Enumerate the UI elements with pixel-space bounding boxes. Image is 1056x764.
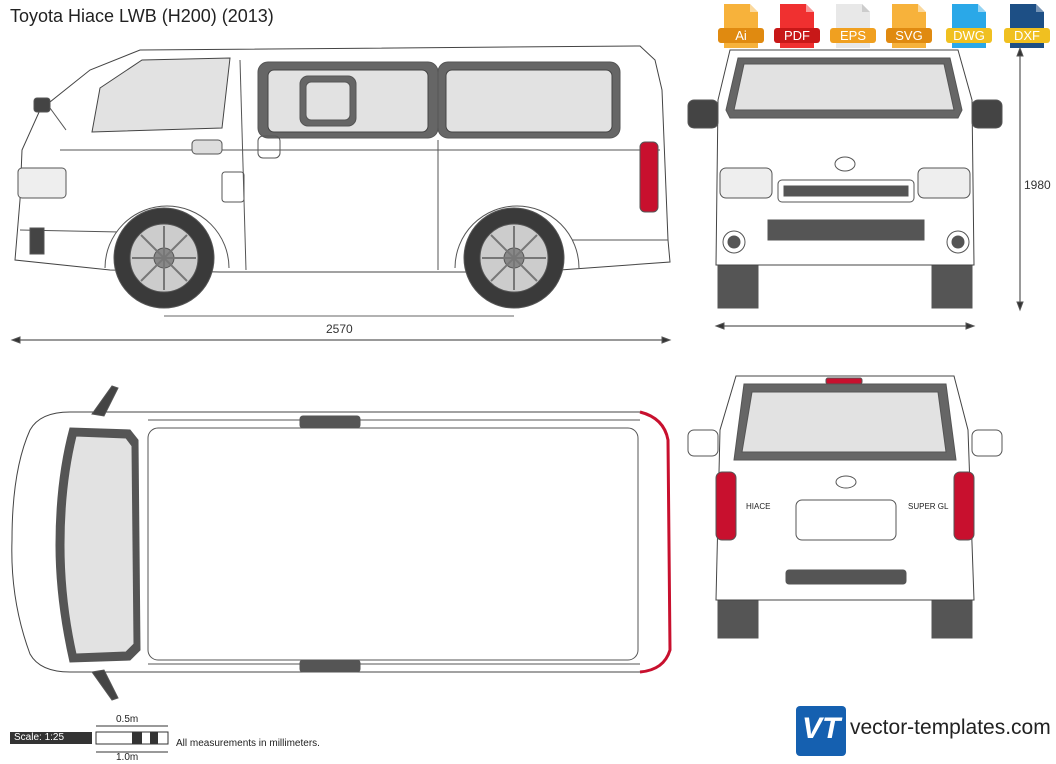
measurement-note: All measurements in millimeters. bbox=[176, 738, 320, 749]
one-meter-label: 1.0m bbox=[116, 752, 139, 763]
half-meter-label: 0.5m bbox=[116, 714, 139, 725]
super-gl-badge: SUPER GL bbox=[908, 502, 949, 511]
height-label: 1980 bbox=[1024, 178, 1051, 192]
brand-site[interactable]: vector-templates.com bbox=[850, 716, 1051, 739]
eps-label: EPS bbox=[830, 28, 876, 43]
dwg-file-icon[interactable]: DWG bbox=[946, 4, 992, 50]
ai-label: Ai bbox=[718, 28, 764, 43]
vt-logo-icon[interactable] bbox=[796, 706, 846, 756]
rear-view bbox=[687, 375, 1003, 639]
top-view bbox=[11, 385, 672, 701]
dxf-label: DXF bbox=[1004, 28, 1050, 43]
vt-logo-text: VT bbox=[802, 712, 841, 745]
scale-bar bbox=[10, 725, 169, 753]
hiace-badge: HIACE bbox=[746, 502, 771, 511]
scale-label: Scale: 1:25 bbox=[14, 732, 65, 743]
dwg-label: DWG bbox=[946, 28, 992, 43]
svg-label: SVG bbox=[886, 28, 932, 43]
front-view bbox=[687, 46, 1024, 330]
ai-file-icon[interactable]: Ai bbox=[718, 4, 764, 50]
side-view bbox=[14, 45, 671, 317]
eps-file-icon[interactable]: EPS bbox=[830, 4, 876, 50]
wheelbase-label: 2570 bbox=[326, 322, 353, 336]
dxf-file-icon[interactable]: DXF bbox=[1004, 4, 1050, 50]
pdf-file-icon[interactable]: PDF bbox=[774, 4, 820, 50]
svg-file-icon[interactable]: SVG bbox=[886, 4, 932, 50]
pdf-label: PDF bbox=[774, 28, 820, 43]
page-title: Toyota Hiace LWB (H200) (2013) bbox=[10, 6, 274, 26]
